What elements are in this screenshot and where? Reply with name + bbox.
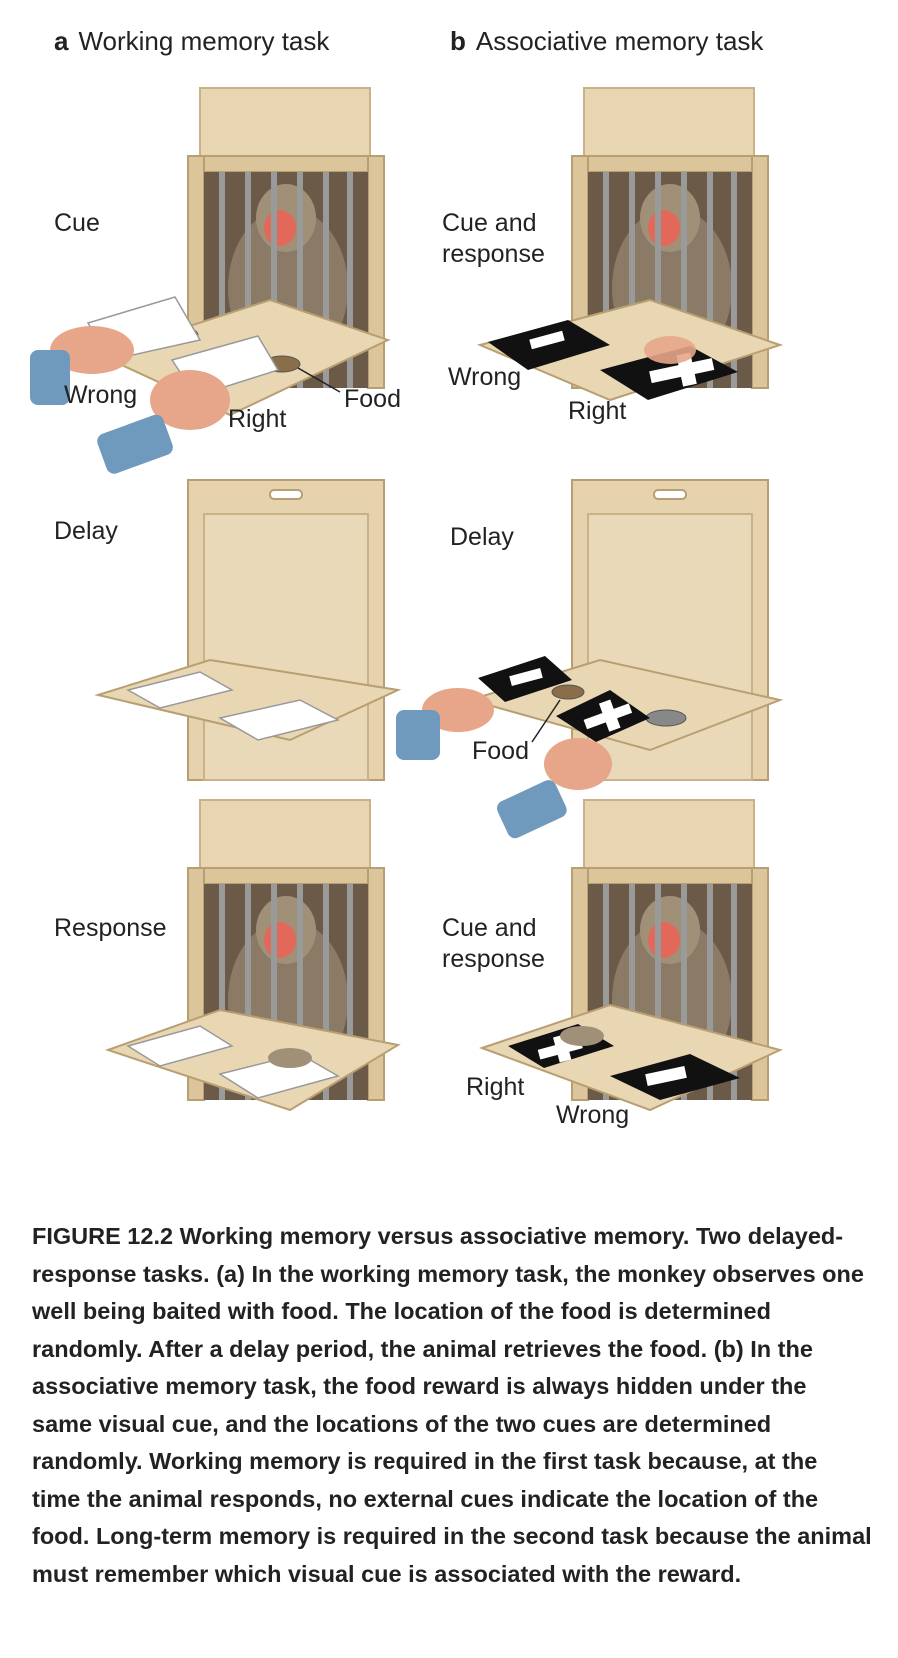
- caption-part-b: In the associative memory task, the food…: [32, 1335, 872, 1587]
- label-delay-a: Delay: [54, 517, 118, 545]
- label-right-b: Right: [568, 397, 627, 425]
- panel-a-letter: a: [54, 26, 69, 56]
- panel-b-title: b Associative memory task: [450, 26, 763, 57]
- illustration: [30, 0, 784, 1112]
- label-food-b: Food: [472, 737, 529, 765]
- label-response: Response: [54, 914, 167, 942]
- caption-intro: Two delayed-response tasks.: [32, 1223, 844, 1287]
- panel-a-title: a Working memory task: [54, 26, 329, 57]
- label-wrong-b2: Wrong: [556, 1101, 630, 1129]
- label-delay-b: Delay: [450, 523, 514, 551]
- caption-a-marker: (a): [216, 1260, 245, 1287]
- label-right-b2: Right: [466, 1073, 525, 1101]
- caption-b-marker: (b): [713, 1335, 744, 1362]
- scene-b-delay: [396, 479, 784, 839]
- scene-b-cue-response: [476, 88, 784, 402]
- label-cue-and-response-top: Cue and response: [442, 209, 545, 268]
- scene-a-delay: [94, 479, 402, 781]
- caption-figure-number: FIGURE 12.2: [32, 1223, 174, 1249]
- label-food-a: Food: [344, 385, 401, 413]
- scene-a-response: [104, 800, 401, 1112]
- label-cue: Cue: [54, 209, 100, 237]
- panel-b-title-text: Associative memory task: [475, 26, 764, 56]
- panel-b-letter: b: [450, 26, 466, 56]
- figure-caption: FIGURE 12.2 Working memory versus associ…: [32, 1218, 872, 1593]
- label-wrong-b: Wrong: [448, 363, 522, 391]
- scene-a-cue: [30, 88, 391, 474]
- caption-title: Working memory versus associative memory…: [179, 1223, 690, 1249]
- label-right-a: Right: [228, 405, 287, 433]
- scene-b-cue-response-2: [478, 800, 783, 1112]
- label-cue-and-response-bottom: Cue and response: [442, 914, 545, 973]
- label-wrong-a: Wrong: [64, 381, 138, 409]
- caption-part-a: In the working memory task, the monkey o…: [32, 1260, 864, 1362]
- panel-a-title-text: Working memory task: [78, 26, 330, 56]
